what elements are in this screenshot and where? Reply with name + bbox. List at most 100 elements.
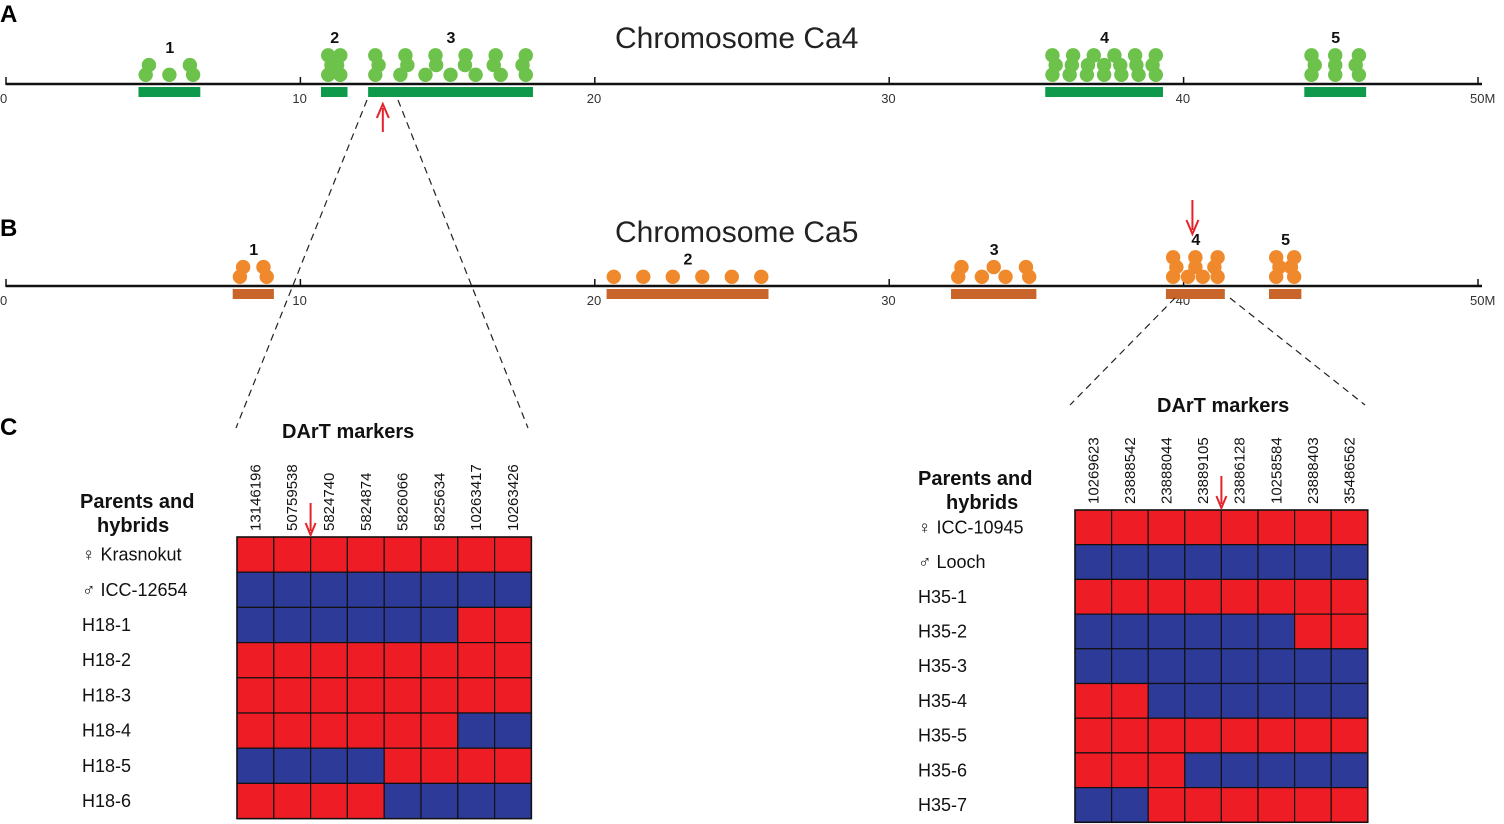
genotype-cell [273,712,312,749]
right-cells [1074,509,1369,824]
genotype-cell [383,782,422,820]
cluster-bar [138,87,201,97]
cluster-dot [1065,48,1081,63]
genotype-cell [1293,613,1332,650]
cluster-bar [606,289,769,299]
cluster-bar [368,87,533,97]
chromosome-ca4-title: Chromosome Ca4 [615,22,858,55]
genotype-cell [1293,648,1332,685]
cluster-dot [1107,48,1122,63]
cluster-dot [974,269,990,284]
cluster-dot [1127,48,1143,63]
genotype-cell [383,606,422,644]
right-matrix-title: DArT markers [1157,395,1289,417]
tick-label: 30 [881,293,895,308]
genotype-cell [1257,613,1296,650]
genotype-cell [494,782,533,820]
marker-label: 23888542 [1122,437,1139,504]
genotype-cell [383,677,422,714]
row-label: ♂ Looch [918,552,986,572]
genotype-cell [1184,682,1223,719]
left-matrix-title: DArT markers [282,421,414,443]
cluster-dot [954,259,969,275]
cluster-bar [1304,87,1367,97]
genotype-cell [273,536,312,573]
genotype-cell [1110,682,1149,719]
cluster-dot [1195,269,1210,284]
genotype-cell [236,712,275,749]
row-label: ♂ ICC-12654 [82,580,188,600]
cluster-dot [1148,48,1163,63]
genotype-cell [310,677,349,714]
genotype-cell [1184,578,1223,615]
marker-label: 23888044 [1159,437,1176,504]
cluster-dot [428,48,443,63]
genotype-cell [383,571,422,609]
genotype-cell [1074,578,1113,615]
genotype-cell [1184,613,1223,650]
genotype-cell [1074,509,1113,546]
row-label: H18-1 [82,615,131,635]
row-label: H35-7 [918,795,967,815]
genotype-cell [273,782,312,820]
row-label: H18-6 [82,791,131,811]
genotype-cell [420,571,459,609]
genotype-cell [1147,682,1186,719]
cluster-dot [1286,250,1302,265]
genotype-cell [1257,717,1296,754]
cluster-dot [1328,48,1343,63]
left-cells [236,536,533,820]
row-label: H35-2 [918,621,967,641]
cluster-dot [1188,250,1203,265]
genotype-cell [1184,648,1223,685]
genotype-cell [1074,544,1113,581]
left-marker-arrow [304,503,317,538]
genotype-cell [273,606,312,644]
genotype-cell [420,677,459,714]
genotype-cell [457,782,496,820]
cluster-label: 3 [447,30,456,47]
cluster-dot [235,259,251,275]
cluster-dot [986,259,1001,275]
genotype-cell [310,712,349,749]
genotype-cell [1074,648,1113,685]
cluster-dot [1180,269,1196,284]
cluster-dot [458,48,473,63]
genotype-cell [1220,752,1259,789]
genotype-cell [1330,786,1369,823]
tick-label: 50M [1470,293,1495,308]
marker-label: 35486562 [1342,437,1359,504]
genotype-cell [1110,509,1149,546]
ca4-highlight-arrow [375,101,390,132]
arrow-head [1215,495,1228,511]
genotype-cell [236,747,275,785]
genotype-cell [1293,509,1332,546]
cluster-dot [636,269,651,284]
genotype-cell [420,782,459,820]
genotype-cell [1293,682,1332,719]
genotype-cell [1147,717,1186,754]
marker-label: 23888403 [1305,437,1322,504]
cluster-label: 4 [1191,232,1200,249]
genotype-cell [420,641,459,679]
genotype-cell [383,712,422,749]
genotype-cell [310,571,349,609]
genotype-cell [1147,509,1186,546]
genotype-cell [1220,613,1259,650]
genotype-cell [1330,509,1369,546]
genotype-cell [273,677,312,714]
genotype-cell [1293,752,1332,789]
genotype-cell [494,606,533,644]
genotype-cell [1257,544,1296,581]
genotype-cell [1293,578,1332,615]
genotype-cell [236,641,275,679]
cluster-dot [724,269,739,284]
cluster-bar [232,289,274,299]
cluster-dot [1268,250,1284,265]
genotype-cell [457,677,496,714]
